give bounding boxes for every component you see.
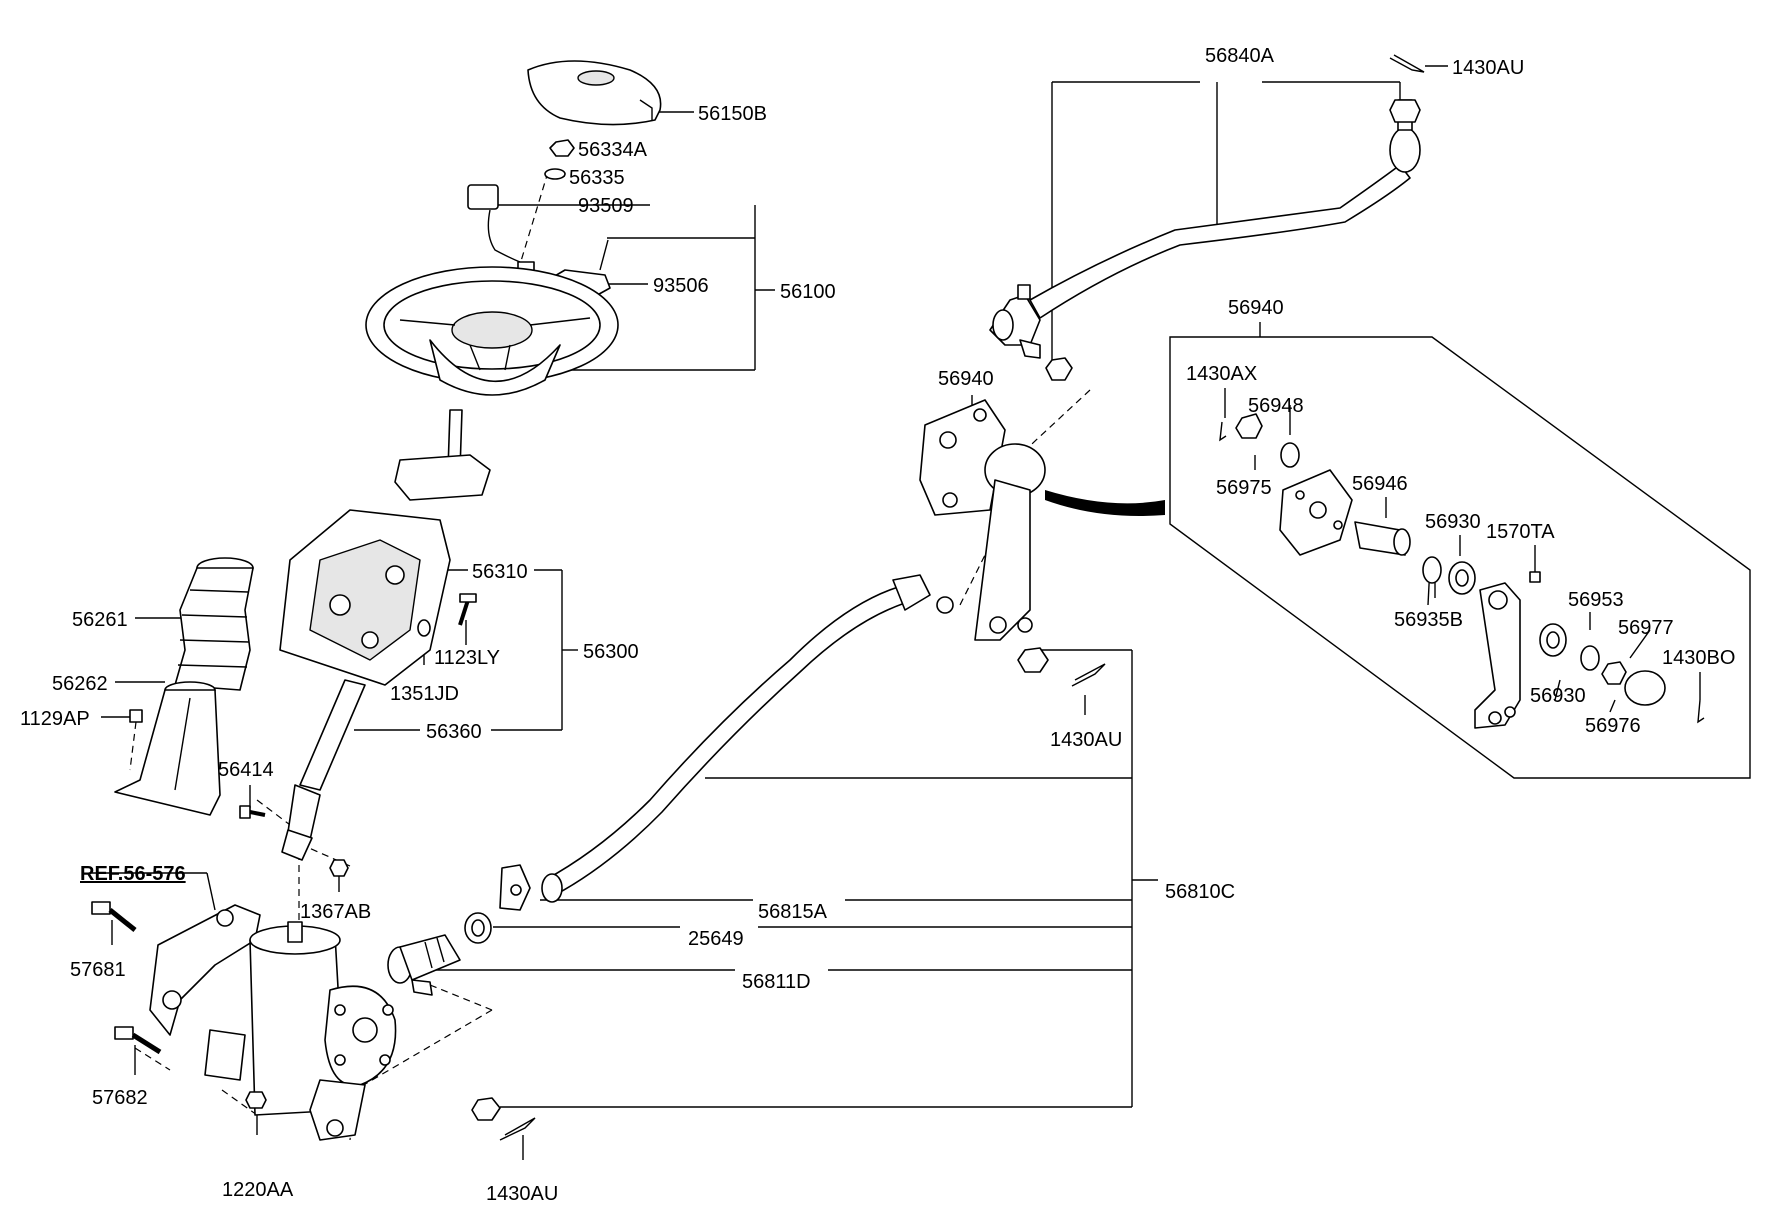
cotter-pin-icon	[499, 1117, 536, 1141]
label-1367AB: 1367AB	[300, 901, 371, 923]
nut-icon	[245, 1091, 267, 1109]
label-1430AX: 1430AX	[1186, 363, 1257, 385]
label-25649: 25649	[688, 928, 744, 950]
label-56975: 56975	[1216, 477, 1272, 499]
label-56310: 56310	[472, 561, 528, 583]
steering-shaft-top-icon	[394, 409, 491, 501]
label-1430AU-mid: 1430AU	[1050, 729, 1122, 751]
label-56935B: 56935B	[1394, 609, 1463, 631]
label-1123LY: 1123LY	[434, 647, 500, 669]
label-56810C: 56810C	[1165, 881, 1235, 903]
label-1351JD: 1351JD	[390, 683, 459, 705]
label-ref-56-576: REF.56-576	[80, 863, 186, 885]
nut-icon	[464, 912, 492, 944]
castle-nut-icon	[1017, 647, 1049, 673]
bolt-icon	[239, 805, 266, 819]
washer-icon	[1580, 645, 1600, 671]
cotter-pin-icon	[1071, 663, 1106, 687]
dust-boot-icon	[174, 557, 254, 691]
label-56150B: 56150B	[698, 103, 767, 125]
column-cover-icon	[114, 681, 221, 816]
nut-icon	[1235, 413, 1263, 439]
kit-parts	[1219, 413, 1705, 729]
label-1129AP: 1129AP	[20, 708, 90, 730]
label-56815A: 56815A	[758, 901, 828, 923]
bolt-icon	[91, 901, 137, 932]
bushing-icon	[1448, 561, 1476, 595]
bracket-plate-icon	[1279, 469, 1353, 556]
label-56953: 56953	[1568, 589, 1624, 611]
label-1430AU-top: 1430AU	[1452, 57, 1524, 79]
bolt-icon	[129, 709, 143, 771]
bolt-icon	[114, 1026, 162, 1055]
grease-fitting-icon	[1529, 571, 1541, 583]
label-56940-arm: 56940	[938, 368, 994, 390]
label-93506: 93506	[653, 275, 709, 297]
label-56300: 56300	[583, 641, 639, 663]
label-56840A: 56840A	[1205, 45, 1275, 67]
center-link-icon	[499, 574, 954, 911]
label-1430BO: 1430BO	[1662, 647, 1735, 669]
horn-pad-icon	[527, 60, 662, 126]
steering-gearbox-icon	[149, 904, 397, 1141]
label-56976: 56976	[1585, 715, 1641, 737]
label-56335: 56335	[569, 167, 625, 189]
cotter-pin-icon	[1389, 54, 1425, 73]
washer-icon	[1422, 556, 1442, 584]
label-56946: 56946	[1352, 473, 1408, 495]
label-93509: 93509	[578, 195, 634, 217]
washer-icon	[417, 619, 431, 637]
intermediate-shaft-icon	[281, 679, 366, 861]
label-56100: 56100	[780, 281, 836, 303]
label-56977: 56977	[1618, 617, 1674, 639]
label-56811D: 56811D	[742, 971, 811, 993]
bushing-icon	[1539, 623, 1567, 657]
nut-icon	[549, 139, 575, 157]
steering-wheel-icon	[365, 266, 619, 396]
castle-nut-icon	[471, 1097, 501, 1121]
cotter-pin-icon	[1219, 421, 1227, 442]
label-1220AA: 1220AA	[222, 1179, 294, 1201]
label-56940-kit: 56940	[1228, 297, 1284, 319]
label-1430AU-bottom: 1430AU	[486, 1183, 558, 1205]
bolt-icon	[458, 593, 477, 626]
drag-link-icon	[989, 99, 1421, 381]
label-56261: 56261	[72, 609, 128, 631]
label-1570TA: 1570TA	[1486, 521, 1555, 543]
label-56414: 56414	[218, 759, 274, 781]
washer-icon	[1280, 442, 1300, 468]
wiring-harness-icon	[467, 184, 535, 277]
idler-arm-link-icon	[1474, 582, 1521, 729]
washer-icon	[544, 168, 566, 180]
label-57682: 57682	[92, 1087, 148, 1109]
label-57681: 57681	[70, 959, 126, 981]
nut-icon	[329, 859, 349, 877]
idler-arm-icon	[919, 399, 1165, 641]
cotter-pin-icon	[1697, 699, 1705, 724]
label-56930-a: 56930	[1425, 511, 1481, 533]
dust-cap-icon	[1624, 670, 1666, 706]
label-56360: 56360	[426, 721, 482, 743]
steering-column-bracket-icon	[279, 509, 451, 686]
part-labels: 56150B 56334A 56335 93509 93506 56100 56…	[20, 45, 1735, 1205]
bushing-shaft-icon	[1354, 521, 1411, 556]
label-56262: 56262	[52, 673, 108, 695]
label-56334A: 56334A	[578, 139, 648, 161]
tie-rod-end-icon	[387, 934, 461, 996]
label-56930-b: 56930	[1530, 685, 1586, 707]
nut-icon	[1601, 661, 1627, 685]
label-56948: 56948	[1248, 395, 1304, 417]
